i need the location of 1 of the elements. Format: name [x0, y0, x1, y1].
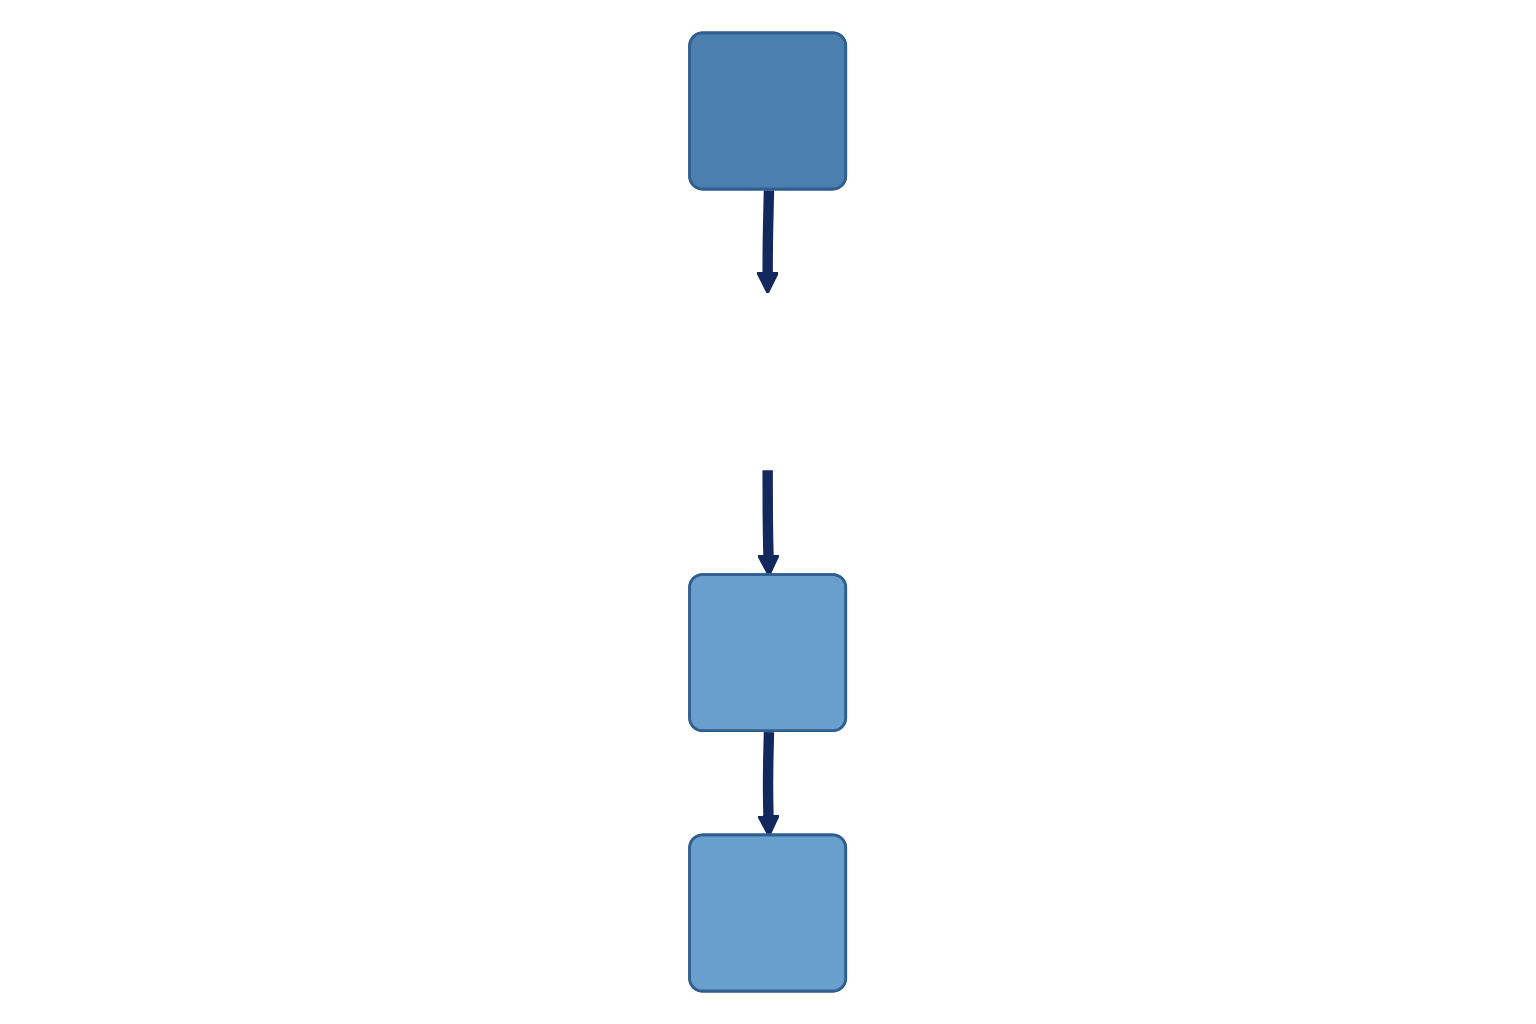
arrow — [756, 190, 780, 295]
